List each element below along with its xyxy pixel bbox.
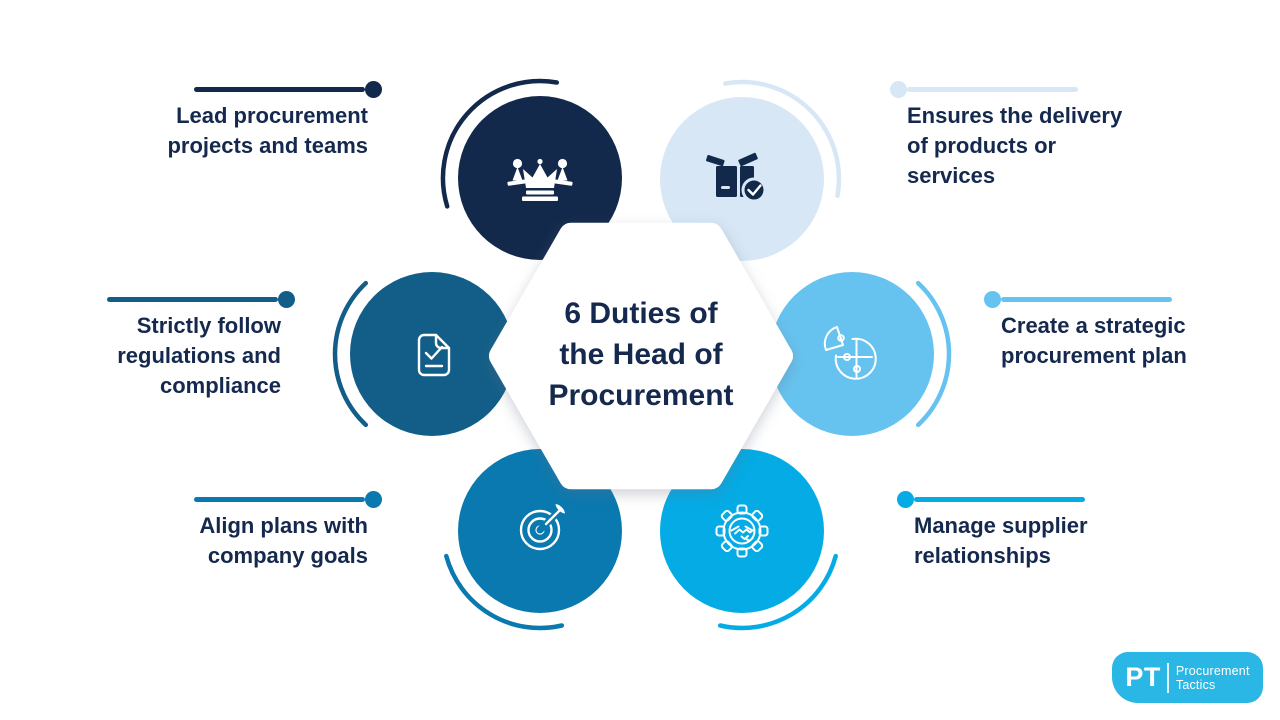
connector-rule — [1001, 297, 1172, 302]
duty-circle-compliance — [350, 272, 514, 436]
document-check-icon — [417, 333, 451, 377]
connector-line — [897, 491, 1085, 508]
duty-label-company-goals: Align plans with company goals — [194, 491, 382, 571]
connector-rule — [907, 87, 1078, 92]
diagram-title-line: 6 Duties of — [564, 297, 718, 330]
diagram-title: 6 Duties of the Head of Procurement — [486, 293, 796, 416]
connector-rule — [194, 87, 365, 92]
puzzle-globe-icon — [823, 326, 877, 380]
duty-label-text: Create a strategic procurement plan — [1001, 313, 1187, 368]
connector-rule — [914, 497, 1085, 502]
duty-circle-strategic-plan — [770, 272, 934, 436]
connector-line — [984, 291, 1172, 308]
gear-handshake-icon — [715, 504, 769, 558]
connector-dot — [897, 491, 914, 508]
duty-label-supplier-relationships: Manage supplier relationships — [897, 491, 1088, 571]
connector-line — [107, 291, 295, 308]
duty-label-text: Ensures the delivery of products or serv… — [907, 103, 1123, 188]
arc-bottom-right — [717, 553, 838, 631]
logo-divider — [1166, 662, 1169, 693]
duty-label-delivery: Ensures the delivery of products or serv… — [890, 81, 1122, 191]
duty-label-text: Align plans with company goals — [199, 513, 368, 568]
diagram-title-line: Procurement — [548, 379, 734, 412]
duty-label-text: Lead procurement projects and teams — [167, 103, 368, 158]
target-dart-icon — [519, 501, 569, 551]
duty-label-compliance: Strictly follow regulations and complian… — [107, 291, 295, 401]
connector-dot — [890, 81, 907, 98]
connector-dot — [278, 291, 295, 308]
logo-abbr: PT — [1125, 662, 1161, 692]
connector-rule — [194, 497, 365, 502]
duty-label-text: Strictly follow regulations and complian… — [117, 313, 281, 398]
arc-middle-left — [332, 280, 369, 428]
connector-line — [194, 491, 382, 508]
diagram-title-line: the Head of — [559, 338, 723, 371]
procurement-tactics-logo: PT Procurement Tactics — [1112, 652, 1263, 703]
connector-line — [890, 81, 1078, 98]
duty-label-text: Manage supplier relationships — [914, 513, 1088, 568]
connector-dot — [365, 81, 382, 98]
arc-middle-right — [915, 280, 952, 428]
connector-dot — [365, 491, 382, 508]
chess-leadership-icon — [507, 158, 573, 201]
arc-bottom-left — [444, 553, 565, 631]
arc-top-left — [440, 78, 560, 209]
connector-dot — [984, 291, 1001, 308]
duty-label-strategic-plan: Create a strategic procurement plan — [984, 291, 1187, 371]
connector-rule — [107, 297, 278, 302]
logo-name: Procurement Tactics — [1175, 663, 1250, 692]
duty-label-lead-procurement: Lead procurement projects and teams — [167, 81, 382, 161]
delivery-box-check-icon — [705, 152, 767, 203]
arc-top-right — [722, 79, 842, 199]
connector-line — [194, 81, 382, 98]
center-hexagon — [489, 222, 793, 490]
